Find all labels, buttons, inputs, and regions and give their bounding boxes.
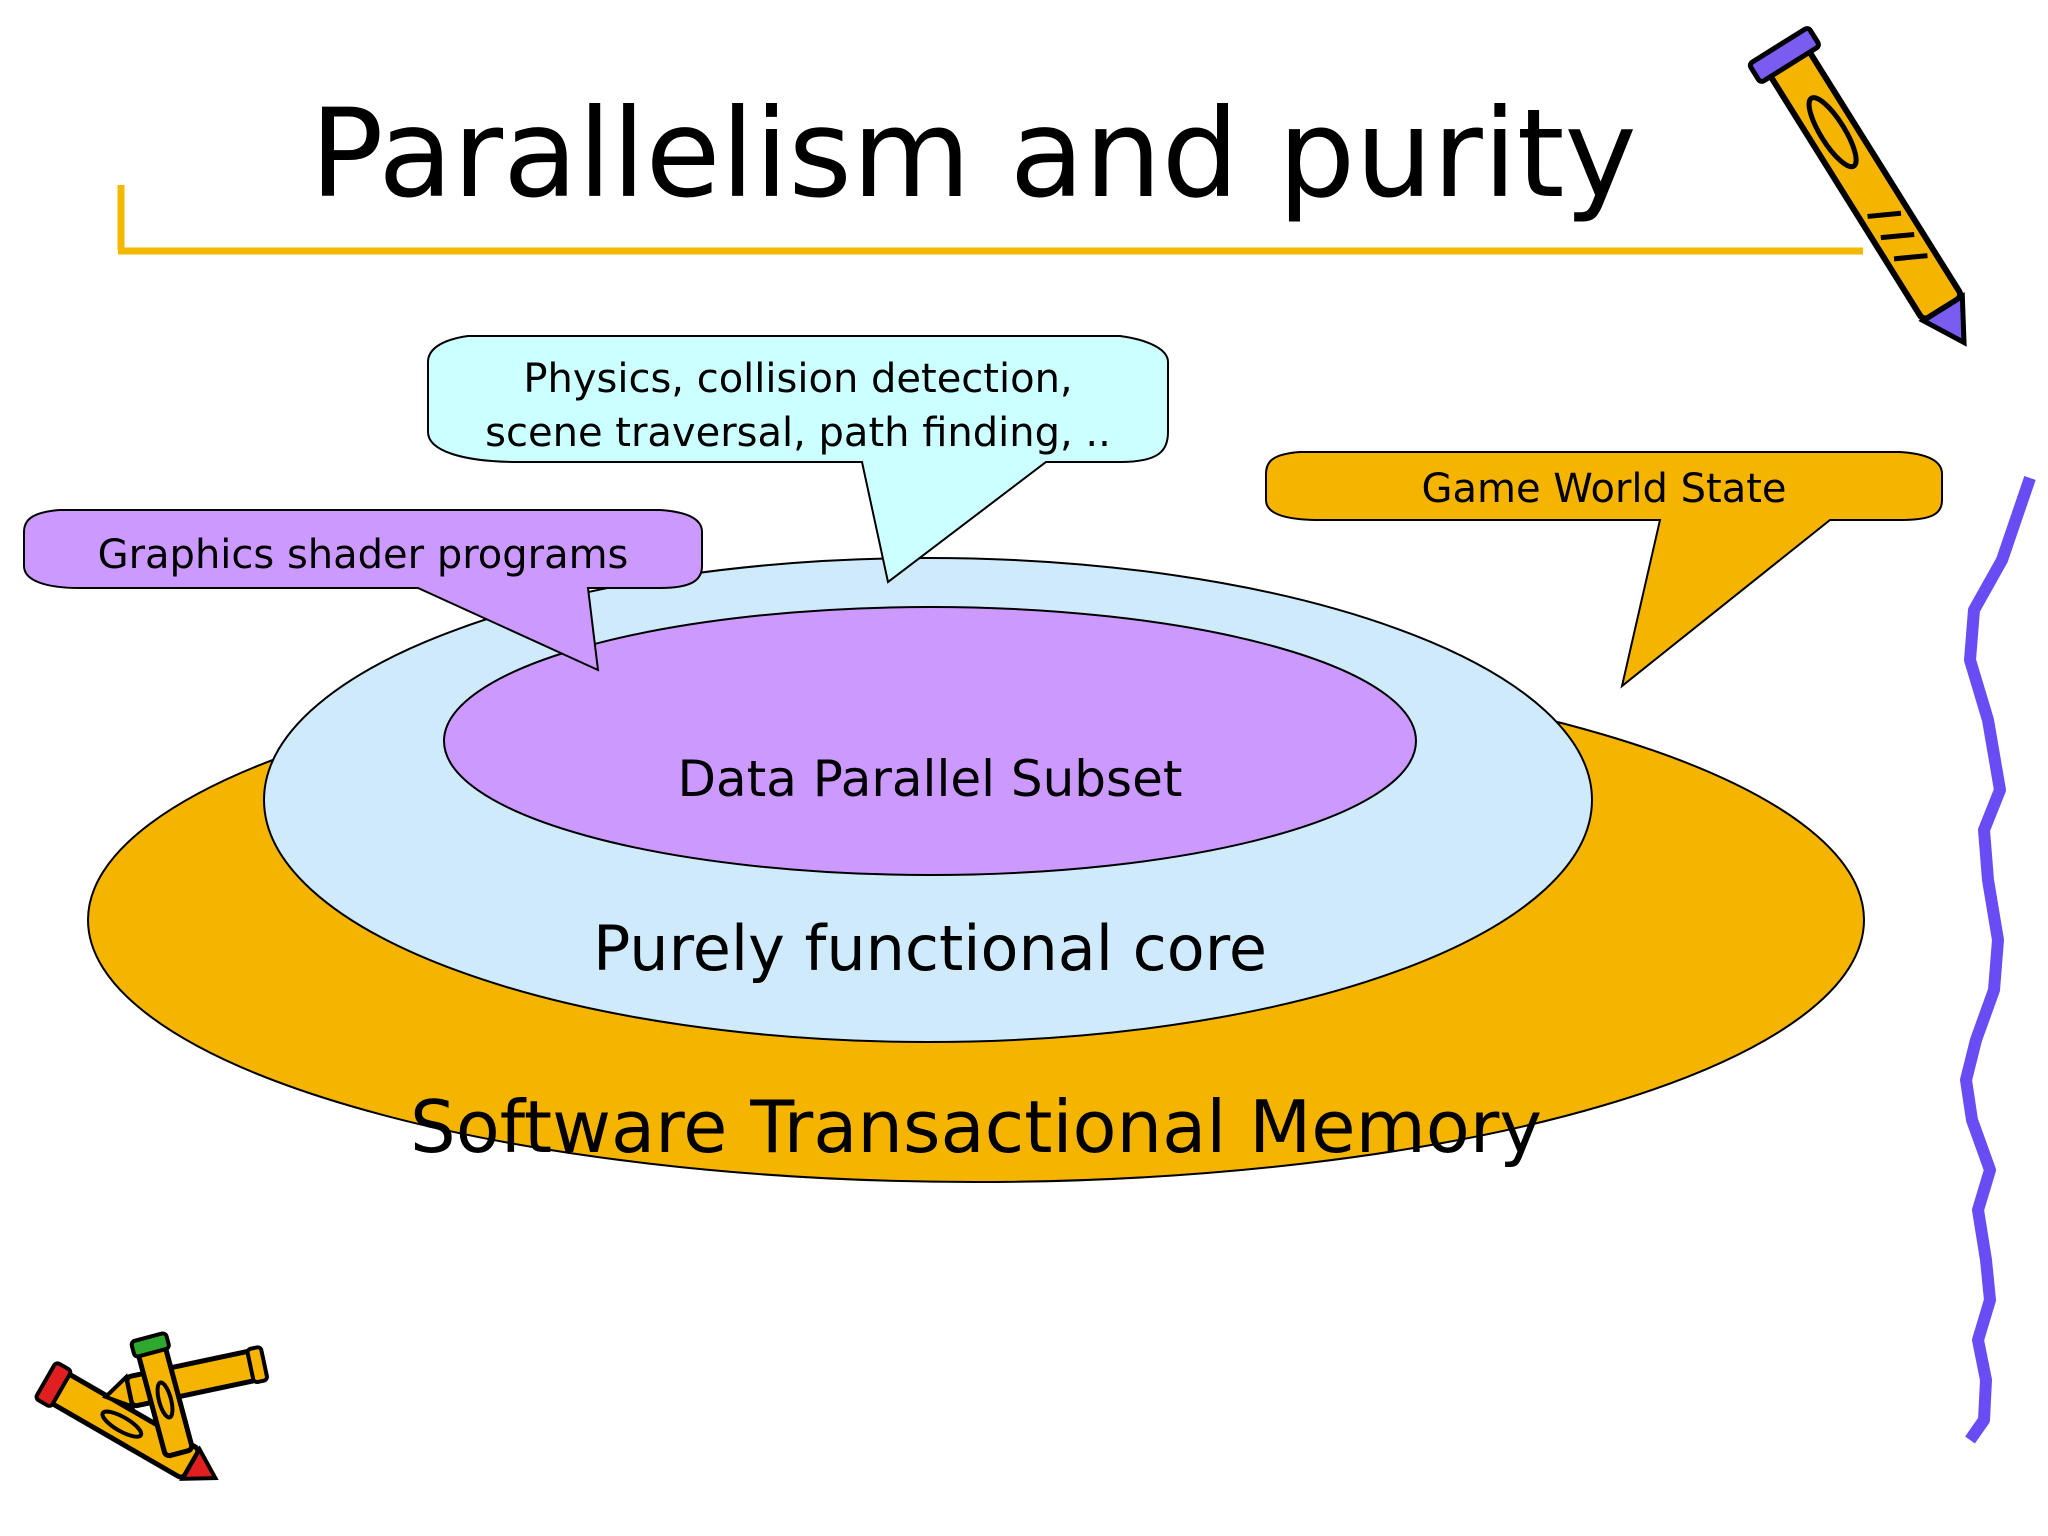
graphics-callout: Graphics shader programs xyxy=(23,509,703,672)
physics-callout-line2: scene traversal, path finding, .. xyxy=(485,410,1111,456)
outer-label: Software Transactional Memory xyxy=(410,1085,1542,1169)
inner-label: Data Parallel Subset xyxy=(678,750,1183,808)
game-world-callout: Game World State xyxy=(1265,451,1943,689)
physics-callout-line1: Physics, collision detection, xyxy=(523,356,1072,402)
middle-label: Purely functional core xyxy=(593,912,1267,985)
graphics-callout-text: Graphics shader programs xyxy=(98,532,629,578)
squiggle-decoration xyxy=(1960,476,2036,1444)
title-underline xyxy=(117,185,1863,255)
pencil-icon xyxy=(1747,26,1967,347)
physics-callout: Physics, collision detection, scene trav… xyxy=(427,335,1169,584)
slide-title: Parallelism and purity xyxy=(310,83,1637,225)
inner-ellipse-data-parallel xyxy=(443,606,1417,876)
game-world-callout-text: Game World State xyxy=(1421,466,1786,512)
crossed-pencils-icon xyxy=(34,1331,269,1481)
